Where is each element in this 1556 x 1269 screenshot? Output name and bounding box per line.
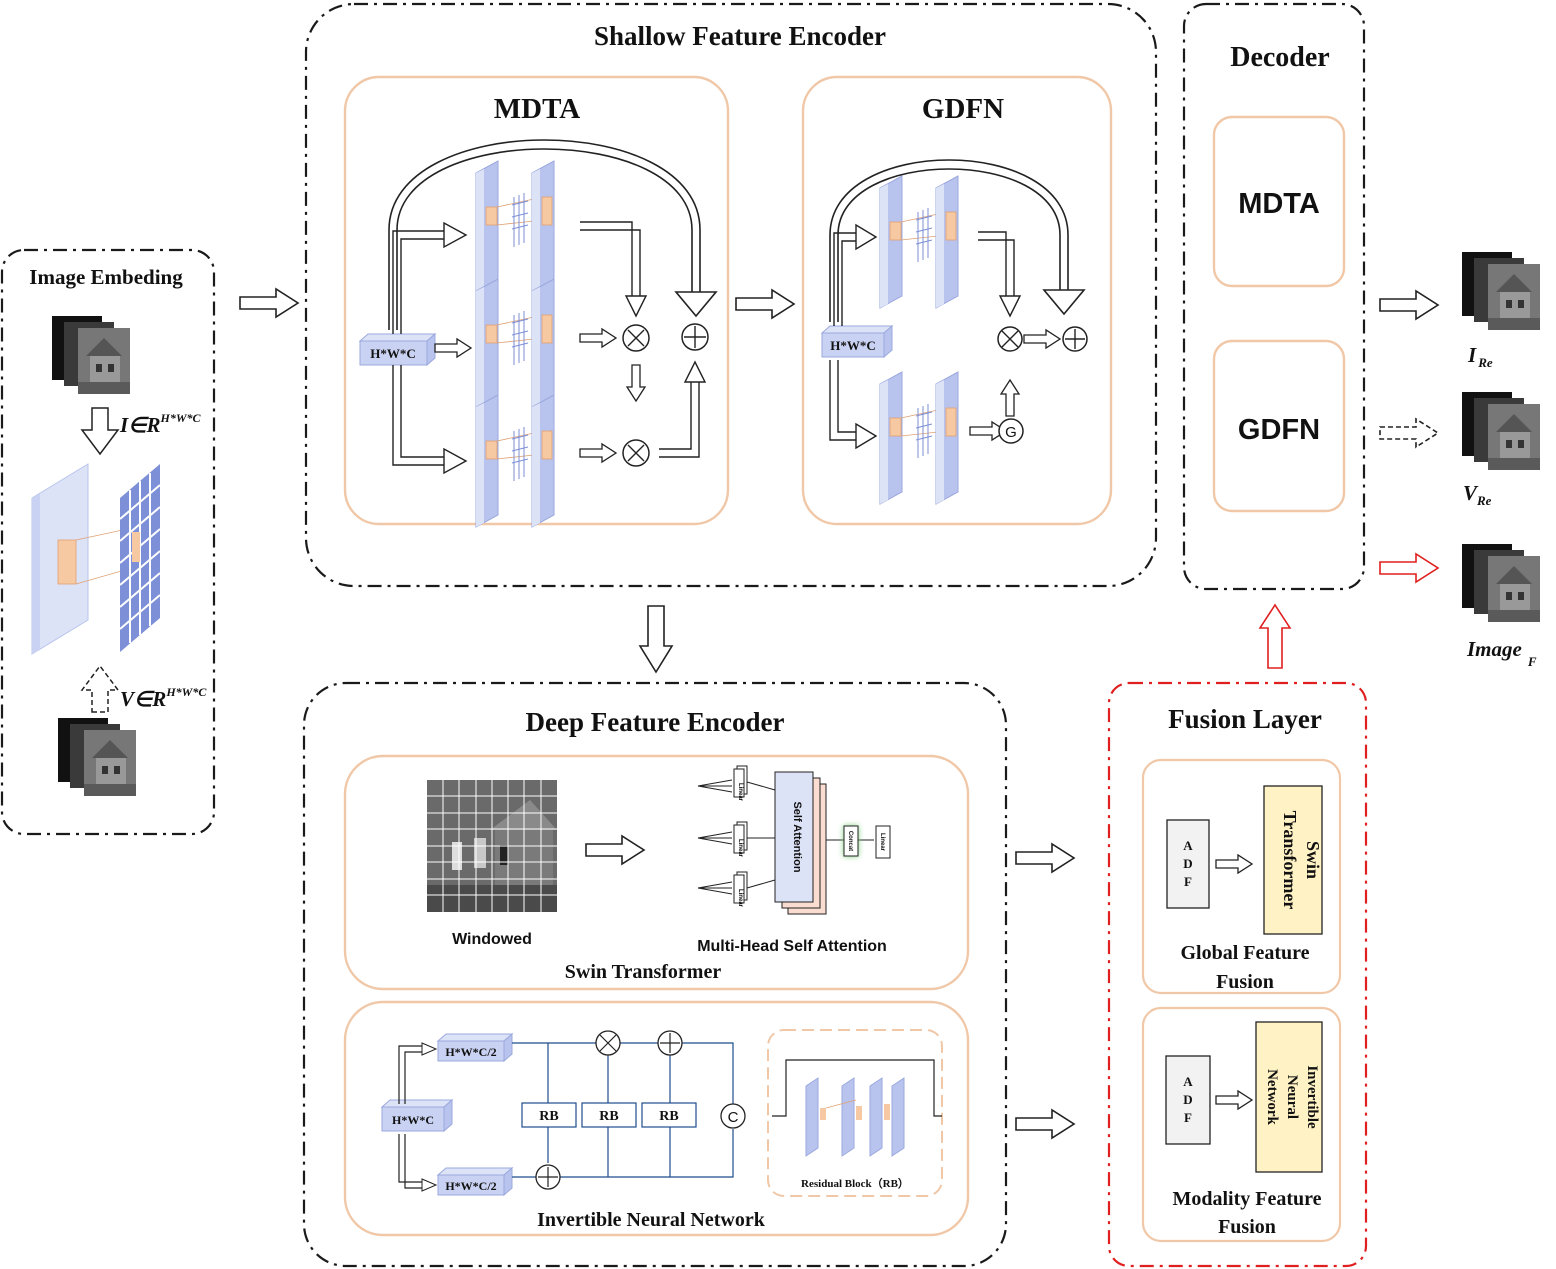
- windowed-label: Windowed: [452, 931, 532, 948]
- gdfn-title: GDFN: [922, 93, 1004, 125]
- visible-image-stack: [58, 718, 136, 796]
- inn-label: Invertible Neural Network: [537, 1209, 766, 1231]
- shallow-feature-encoder: Shallow Feature Encoder MDTA H*W*C: [304, 2, 1158, 588]
- mdta-block: MDTA H*W*C: [343, 75, 730, 528]
- inn-upper-tensor: H*W*C/2: [436, 1032, 514, 1063]
- rb-label: RB: [599, 1109, 618, 1124]
- windowed-image: [427, 780, 557, 912]
- swin-text: Swin: [1303, 841, 1323, 879]
- gate-icon: [998, 418, 1024, 444]
- swin-label: Swin Transformer: [565, 961, 722, 983]
- residual-block-label: Residual Block（RB）: [801, 1177, 909, 1190]
- linear-label: Linear: [737, 839, 743, 858]
- residual-block: Residual Block（RB）: [767, 1029, 943, 1197]
- svg-text:A: A: [1183, 1074, 1193, 1089]
- v-equation: V∈RH*W*C: [120, 685, 207, 711]
- mhsa-label: Multi-Head Self Attention: [697, 938, 887, 955]
- svg-text:Neural: Neural: [1284, 1075, 1300, 1119]
- svg-text:F: F: [1184, 874, 1192, 889]
- concat-icon: [720, 1103, 746, 1129]
- decoder-mdta-label: MDTA: [1238, 188, 1320, 220]
- reconstructed-infrared-image: [1462, 252, 1540, 330]
- decoder: Decoder MDTA GDFN: [1182, 2, 1366, 591]
- svg-text:Fusion: Fusion: [1218, 1216, 1276, 1238]
- svg-text:Network: Network: [1264, 1069, 1280, 1125]
- embedding-title: Image Embeding: [29, 265, 183, 289]
- deep-encoder-title: Deep Feature Encoder: [526, 707, 785, 737]
- decoder-title: Decoder: [1230, 42, 1330, 73]
- svg-text:D: D: [1183, 1092, 1192, 1107]
- gate-label: G: [1005, 424, 1017, 441]
- fusion-layer: Fusion Layer A D F Swin Transformer Glob…: [1107, 681, 1368, 1268]
- svg-text:A: A: [1183, 838, 1193, 853]
- infrared-image-stack: [52, 316, 130, 394]
- svg-text:H*W*C/2: H*W*C/2: [445, 1045, 496, 1059]
- i-equation: I∈RH*W*C: [119, 411, 202, 437]
- rb-label: RB: [539, 1109, 558, 1124]
- gdfn-block: GDFN H*W*C G: [801, 75, 1113, 526]
- modality-feature-fusion: A D F Invertible Neural Network Modality…: [1141, 1006, 1342, 1243]
- shallow-encoder-title: Shallow Feature Encoder: [594, 21, 886, 51]
- concat-label: Concat: [847, 831, 853, 851]
- decoder-gdfn-label: GDFN: [1238, 414, 1320, 446]
- mdta-input-tensor: H*W*C: [358, 332, 437, 367]
- mdta-title: MDTA: [494, 93, 581, 125]
- vre-label: VRe: [1463, 481, 1492, 508]
- svg-text:Invertible: Invertible: [1304, 1065, 1320, 1129]
- global-feature-fusion: A D F Swin Transformer Global Feature Fu…: [1141, 758, 1342, 995]
- concat-symbol: C: [728, 1109, 739, 1126]
- svg-text:H*W*C: H*W*C: [392, 1113, 434, 1127]
- decoder-gdfn-block: [1212, 339, 1346, 513]
- fused-image: [1462, 544, 1540, 622]
- deep-feature-encoder: Deep Feature Encoder Windowed: [302, 681, 1008, 1268]
- svg-text:Global Feature: Global Feature: [1180, 942, 1309, 964]
- self-attention-label: Self Attention: [791, 801, 803, 872]
- linear-label: Linear: [737, 783, 743, 802]
- svg-text:H*W*C/2: H*W*C/2: [445, 1179, 496, 1193]
- svg-text:Modality Feature: Modality Feature: [1172, 1188, 1321, 1210]
- transformer-text: Transformer: [1280, 811, 1300, 910]
- rb-label: RB: [659, 1109, 678, 1124]
- swin-transformer-block: Windowed Self Attention Linear Linear Li…: [343, 754, 970, 991]
- svg-text:F: F: [1184, 1110, 1192, 1125]
- inn-input-tensor: H*W*C: [380, 1098, 454, 1133]
- reconstructed-visible-image: [1462, 392, 1540, 470]
- linear-out-label: Linear: [879, 833, 885, 852]
- decoder-mdta-block: [1212, 115, 1346, 288]
- gdfn-input-label: H*W*C: [830, 338, 876, 353]
- embedding-projection: [31, 463, 161, 655]
- inn-lower-tensor: H*W*C/2: [436, 1166, 514, 1197]
- mdta-input-label: H*W*C: [370, 346, 416, 361]
- gdfn-input-tensor: H*W*C: [820, 324, 894, 359]
- image-embedding: Image Embeding I∈RH*W*C V∈RH*W*C: [0, 248, 216, 836]
- svg-text:Fusion: Fusion: [1216, 971, 1274, 993]
- inn-block: H*W*C H*W*C/2 H*W*C/2: [343, 1000, 970, 1237]
- image-f-label: ImageF: [1466, 637, 1537, 669]
- linear-label: Linear: [737, 889, 743, 908]
- fusion-title: Fusion Layer: [1168, 704, 1322, 734]
- svg-text:D: D: [1183, 856, 1192, 871]
- mhsa-figure: Self Attention Linear Linear Linear: [697, 765, 891, 915]
